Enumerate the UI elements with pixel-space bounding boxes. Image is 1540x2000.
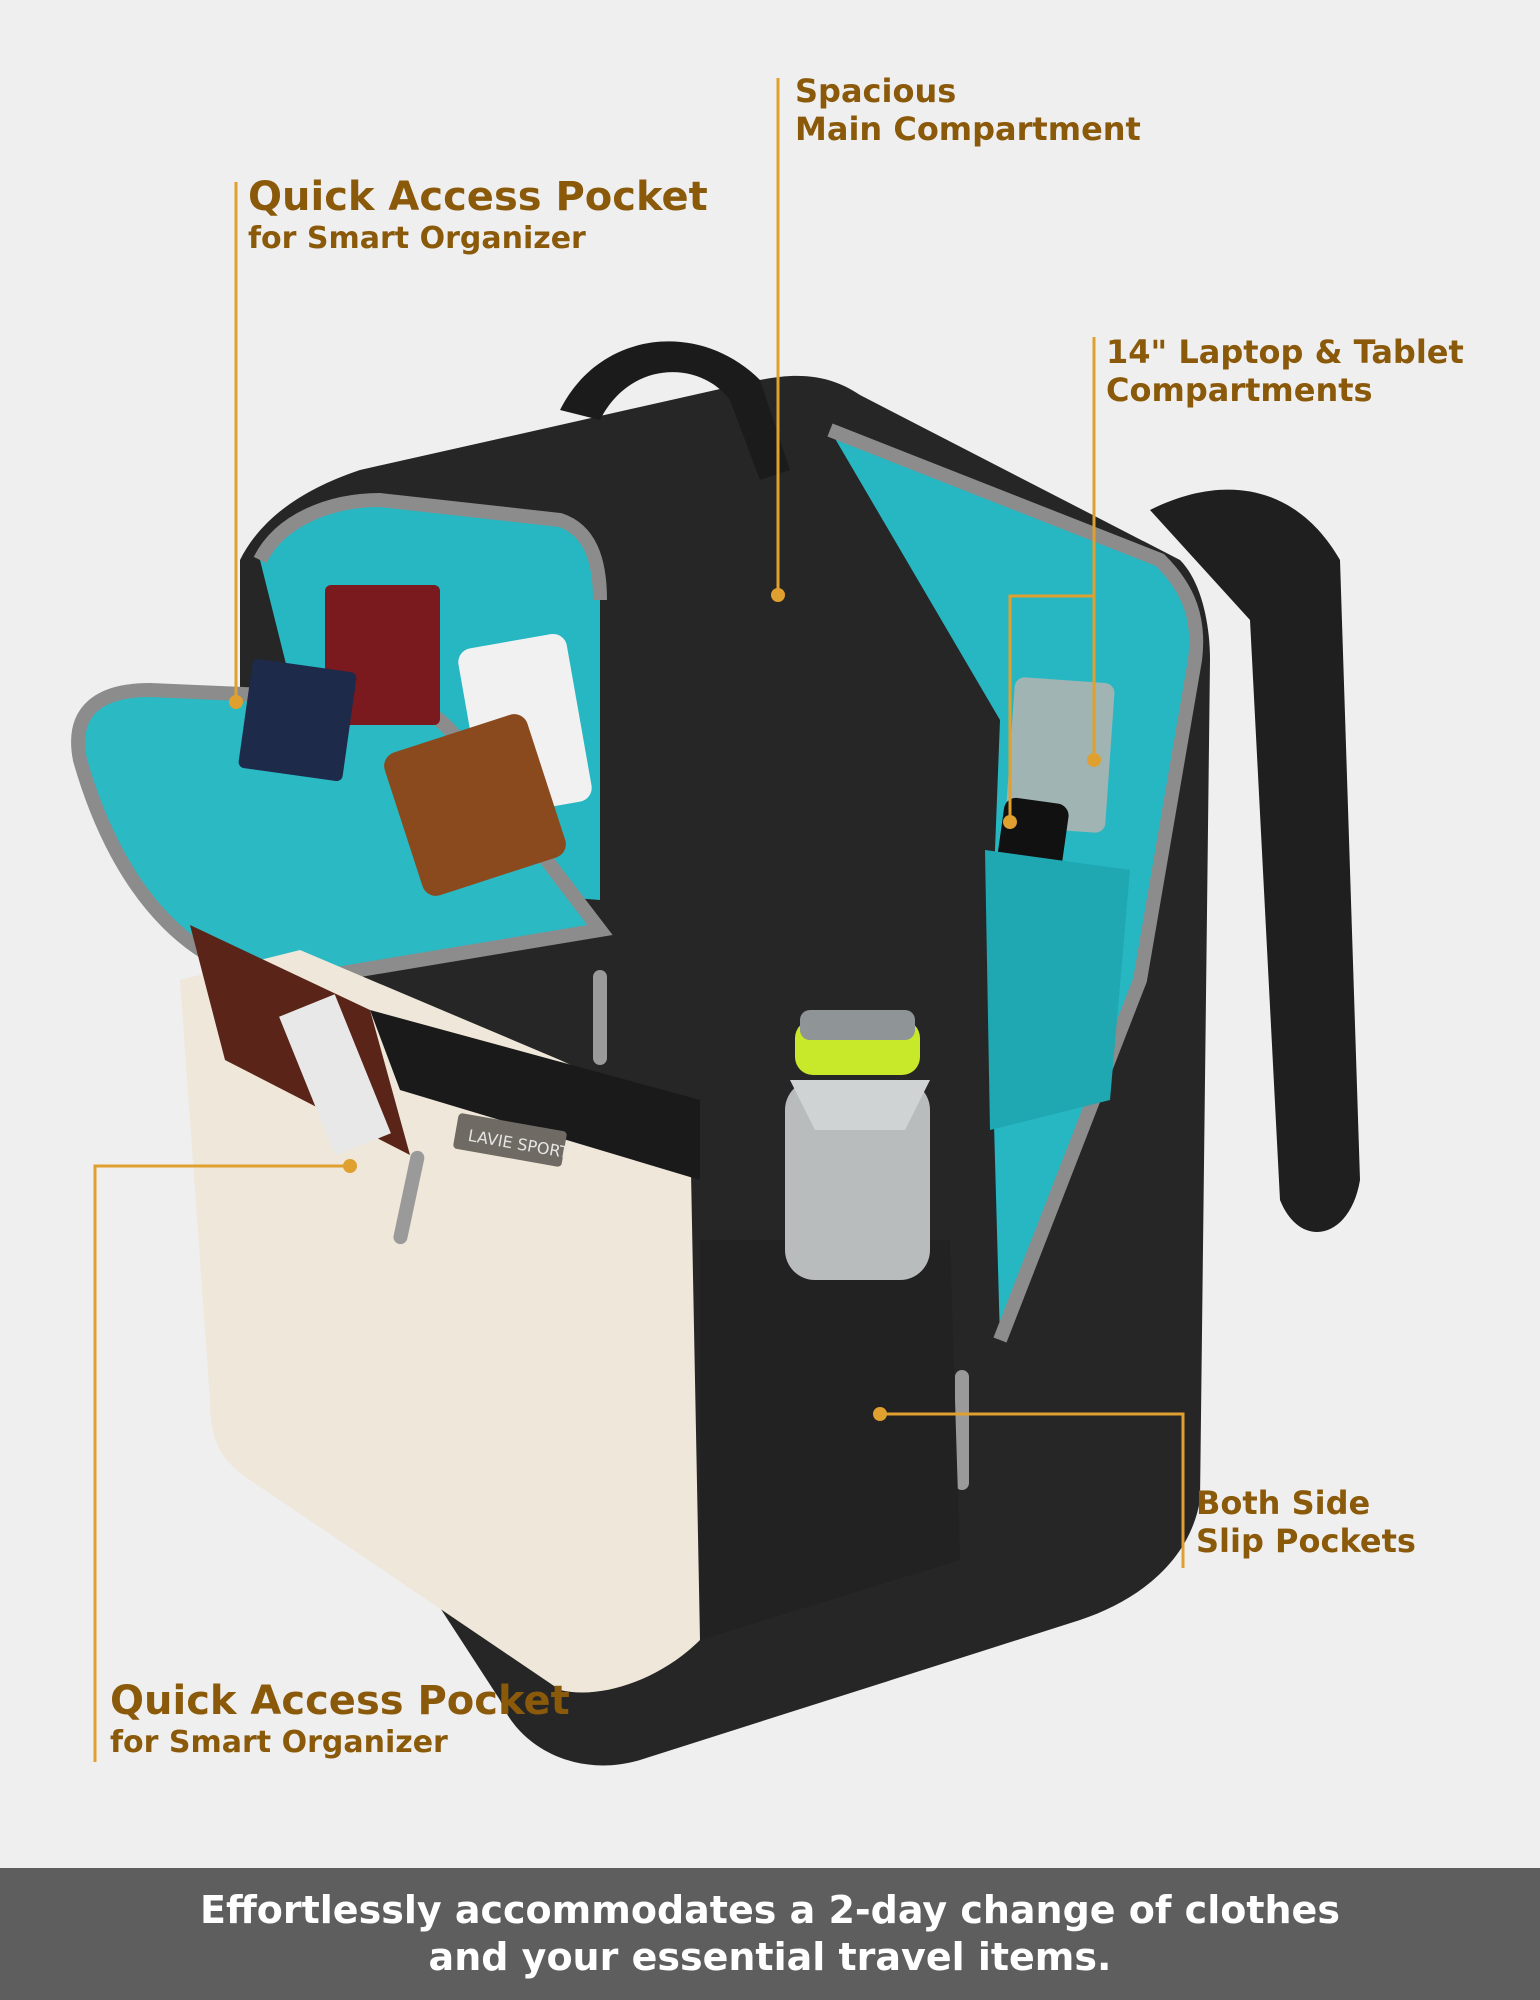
main-compartment-rim	[827, 423, 1204, 1343]
leader-dot-quick-top	[229, 695, 243, 709]
brown-wallet	[384, 714, 566, 896]
callout-subtitle: for Smart Organizer	[110, 1725, 448, 1760]
bottle-cap	[800, 1010, 915, 1040]
book	[279, 994, 391, 1156]
footer-line-1: Effortlessly accommodates a 2-day change…	[200, 1887, 1340, 1932]
leader-dot-quick-bottom	[343, 1159, 357, 1173]
black-accent-band	[370, 1010, 700, 1180]
zipper-pull-lower	[393, 1150, 425, 1245]
organizer-rim	[253, 492, 607, 601]
leader-dot-side-pockets	[873, 1407, 887, 1421]
tablet-device	[1005, 677, 1115, 833]
side-slip-pocket	[700, 1240, 960, 1640]
leader-dot-laptop-phone	[1003, 815, 1017, 829]
callout-side-pockets: Both Side Slip Pockets	[1196, 1484, 1416, 1561]
callout-subtitle: for Smart Organizer	[248, 221, 586, 256]
callout-line: Compartments	[1106, 371, 1373, 410]
leader-dot-laptop-tablet	[1087, 753, 1101, 767]
zipper-pull-front	[593, 970, 607, 1065]
callout-title: Quick Access Pocket	[110, 1678, 570, 1724]
bottle-shoulder	[790, 1080, 930, 1130]
callout-line: Main Compartment	[795, 110, 1141, 149]
leader-line-side-pockets	[880, 1412, 1185, 1568]
leader-line-quick-bottom	[93, 1164, 350, 1762]
brand-plate	[453, 1113, 567, 1167]
passport-cards	[238, 659, 357, 782]
footer-banner: Effortlessly accommodates a 2-day change…	[0, 1868, 1540, 2000]
callout-quick-access-top: Quick Access Pocket for Smart Organizer	[248, 173, 708, 257]
callout-line: Spacious	[795, 72, 957, 110]
callout-line: Both Side	[1196, 1484, 1371, 1522]
shoulder-strap	[1150, 489, 1360, 1233]
divider-panel	[985, 850, 1130, 1130]
leader-line-laptop-phone	[1008, 594, 1094, 822]
callout-spacious-main: Spacious Main Compartment	[795, 72, 1141, 149]
leader-dot-spacious	[771, 588, 785, 602]
zipper-pull-side	[955, 1370, 969, 1490]
footer-line-2: and your essential travel items.	[428, 1935, 1112, 1979]
callout-line: 14" Laptop & Tablet	[1106, 333, 1464, 371]
callout-laptop-tablet: 14" Laptop & Tablet Compartments	[1106, 333, 1464, 410]
top-handle	[560, 341, 790, 480]
callout-line: Slip Pockets	[1196, 1522, 1416, 1561]
callout-title: Quick Access Pocket	[248, 174, 708, 220]
callout-quick-access-bottom: Quick Access Pocket for Smart Organizer	[110, 1677, 570, 1761]
